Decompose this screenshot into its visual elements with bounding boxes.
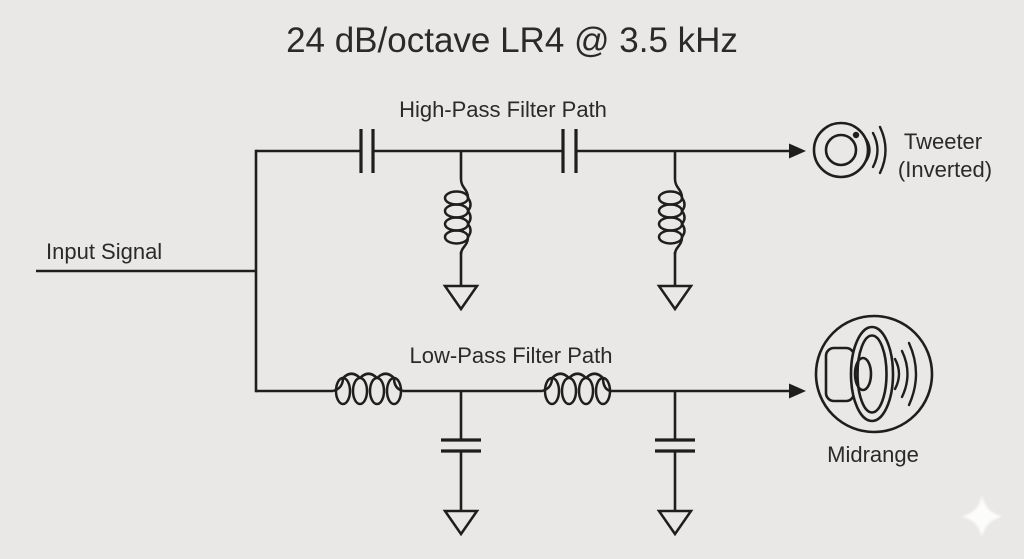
ground-icon <box>442 509 480 537</box>
low-pass-label: Low-Pass Filter Path <box>410 343 613 368</box>
ground-icon <box>442 284 480 312</box>
tweeter-label: Tweeter <box>904 129 982 154</box>
input-section: Input Signal <box>36 149 258 393</box>
inductor-icon <box>657 151 686 286</box>
inductor-icon <box>332 372 404 406</box>
low-pass-path <box>256 372 806 537</box>
high-pass-path <box>256 129 806 312</box>
midrange-label: Midrange <box>827 442 919 467</box>
inductor-icon <box>443 151 472 286</box>
ground-icon <box>656 509 694 537</box>
midrange-speaker-icon <box>814 314 934 434</box>
sparkle-icon <box>962 496 1002 537</box>
inductor-icon <box>541 372 612 406</box>
input-signal-label: Input Signal <box>46 239 162 264</box>
high-pass-label: High-Pass Filter Path <box>399 97 607 122</box>
capacitor-icon <box>655 391 695 511</box>
tweeter-inverted-label: (Inverted) <box>898 157 992 182</box>
capacitor-icon <box>359 129 375 173</box>
diagram-title: 24 dB/octave LR4 @ 3.5 kHz <box>286 21 738 60</box>
capacitor-icon <box>561 129 578 173</box>
ground-icon <box>656 284 694 312</box>
capacitor-icon <box>441 391 481 511</box>
arrow-right-icon <box>789 143 806 159</box>
arrow-right-icon <box>789 383 806 399</box>
tweeter-icon <box>812 121 887 179</box>
